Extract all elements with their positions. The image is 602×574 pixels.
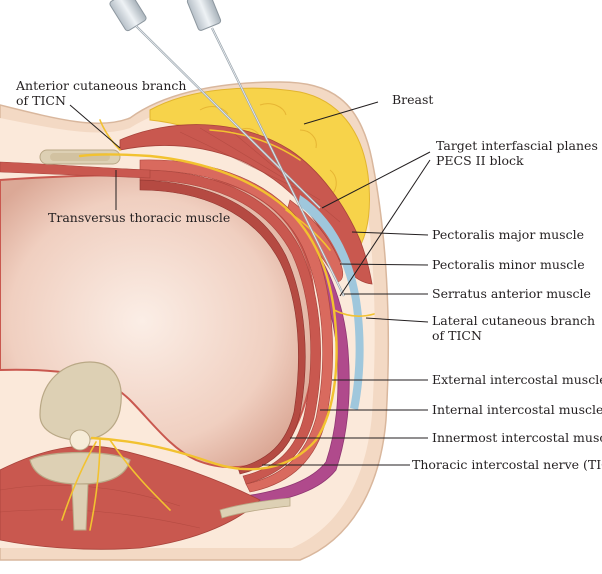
vertebra: [29, 361, 131, 531]
label-pectoralis-major-muscle: Pectoralis major muscle: [432, 227, 584, 242]
label-target-interfascial-planes: Target interfascial planes of PECS II bl…: [436, 138, 602, 168]
thoracic-intercostal-nerve: [61, 119, 375, 531]
posterior-rib: [219, 497, 291, 519]
transversus-thoracic-muscle: [0, 161, 151, 179]
label-transversus-thoracic-muscle: Transversus thoracic muscle: [48, 210, 230, 225]
label-lateral-cutaneous-branch: Lateral cutaneous branch of TICN: [432, 313, 599, 343]
needles: [109, 0, 345, 297]
label-innermost-intercostal-muscle: Innermost intercostal muscle: [432, 430, 602, 445]
internal-intercostal-muscle: [139, 169, 321, 485]
label-pectoralis-minor-muscle: Pectoralis minor muscle: [432, 257, 585, 272]
target-interfascial-plane: [298, 195, 364, 410]
label-breast: Breast: [392, 92, 433, 107]
leader-lines: [69, 101, 431, 466]
label-internal-intercostal-muscle: Internal intercostal muscle: [432, 402, 602, 417]
label-anterior-cutaneous-branch: Anterior cutaneous branch of TICN: [15, 78, 190, 108]
label-thoracic-intercostal-nerve: Thoracic intercostal nerve (TICN): [412, 457, 602, 472]
label-serratus-anterior-muscle: Serratus anterior muscle: [432, 286, 591, 301]
label-external-intercostal-muscle: External intercostal muscle: [432, 372, 602, 387]
